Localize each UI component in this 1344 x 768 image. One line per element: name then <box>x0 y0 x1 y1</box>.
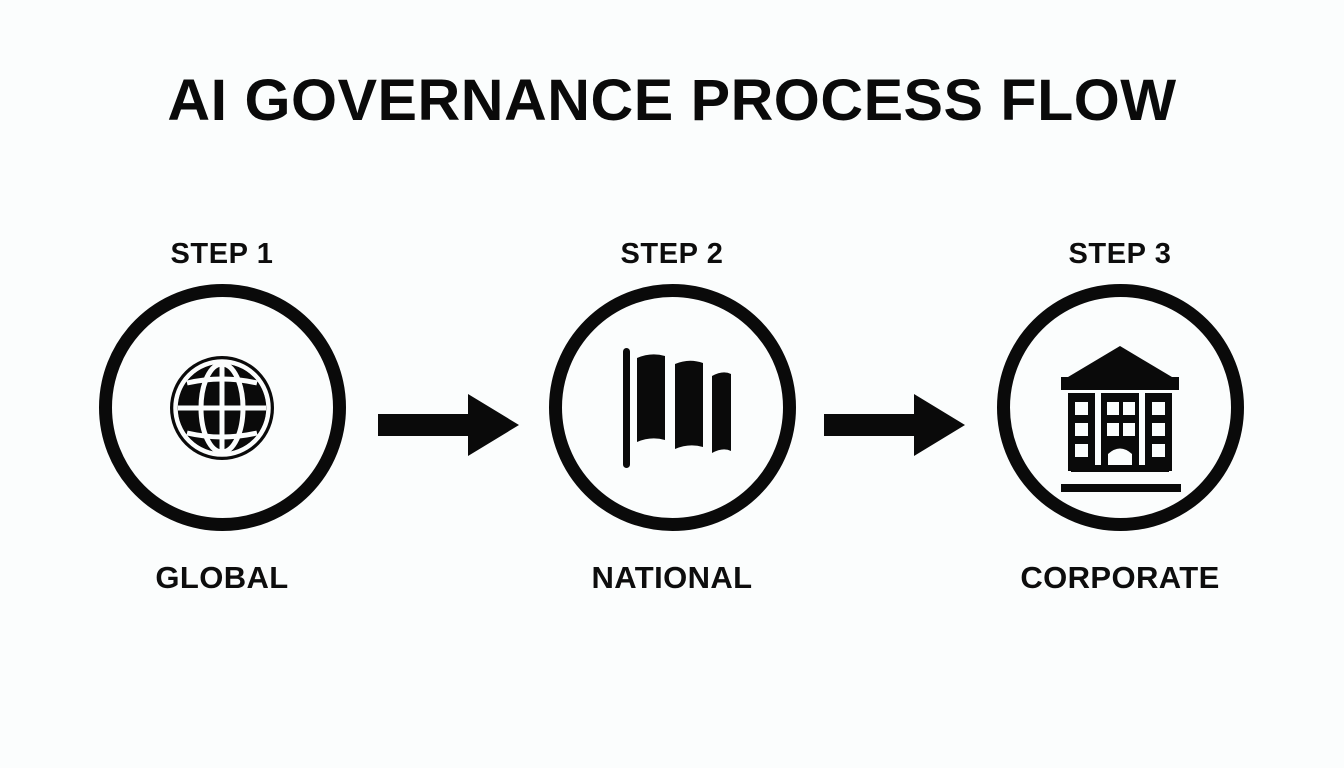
step-1-kicker: STEP 1 <box>170 238 274 270</box>
building-base-plinth <box>1061 479 1181 492</box>
step-1-group: STEP 1 GLOBAL <box>72 240 372 593</box>
step-1-circle <box>98 284 346 531</box>
step-2-kicker: STEP 2 <box>620 238 724 270</box>
flag-icon <box>613 346 731 470</box>
step-3-group: STEP 3 <box>970 240 1270 593</box>
arrow-right-icon-1 <box>378 393 520 457</box>
step-3-kicker: STEP 3 <box>1068 238 1172 270</box>
step-2-circle <box>548 284 796 531</box>
step-1-label: GLOBAL <box>155 560 289 595</box>
step-2-group: STEP 2 NATIONAL <box>522 240 822 593</box>
page-title: AI GOVERNANCE PROCESS FLOW <box>167 68 1177 133</box>
arrow-right-icon-2 <box>824 393 966 457</box>
step-3-label: CORPORATE <box>1020 560 1220 595</box>
step-3-circle <box>996 284 1244 531</box>
globe-icon <box>163 349 281 467</box>
step-2-label: NATIONAL <box>591 560 753 595</box>
government-building-icon <box>1057 344 1183 472</box>
